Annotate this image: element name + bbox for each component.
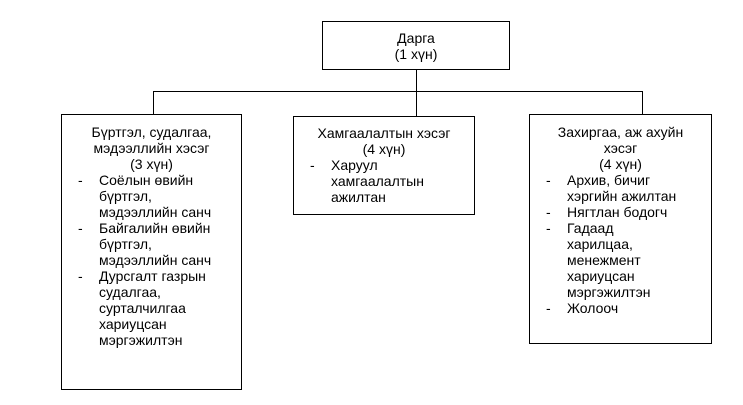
department-title: Захиргаа, аж ахуйн хэсэг (4 хүн) (557, 124, 684, 172)
connector-middle-down (416, 91, 417, 116)
connector-horizontal (153, 91, 643, 92)
bullet-dash: - (546, 204, 551, 220)
department-box-registration: Бүртгэл, судалгаа, мэдээллийн хэсэг (3 х… (61, 114, 242, 390)
list-item: - Байгалийн өвийн бүртгэл, мэдээллийн са… (78, 220, 212, 268)
connector-right-down (642, 91, 643, 115)
department-items: - Соёлын өвийн бүртгэл, мэдээллийн санч … (62, 172, 241, 348)
department-items: - Архив, бичиг хэргийн ажилтан - Нягтлан… (530, 172, 711, 316)
department-box-administration: Захиргаа, аж ахуйн хэсэг (4 хүн) - Архив… (529, 114, 712, 344)
connector-left-down (153, 91, 154, 115)
bullet-dash: - (78, 172, 83, 188)
root-title: Дарга (397, 30, 435, 46)
root-box: Дарга (1 хүн) (322, 21, 510, 70)
department-box-protection: Хамгаалалтын хэсэг (4 хүн) - Харуул хамг… (293, 116, 475, 215)
list-item: - Соёлын өвийн бүртгэл, мэдээллийн санч (78, 172, 212, 220)
department-items: - Харуул хамгаалалтын ажилтан (294, 157, 474, 205)
list-item: - Архив, бичиг хэргийн ажилтан (546, 172, 677, 204)
bullet-dash: - (546, 172, 551, 188)
department-title: Бүртгэл, судалгаа, мэдээллийн хэсэг (3 х… (91, 124, 212, 172)
bullet-dash: - (78, 268, 83, 284)
bullet-dash: - (78, 220, 83, 236)
list-item: - Харуул хамгаалалтын ажилтан (310, 157, 424, 205)
list-item: - Жолооч (546, 300, 619, 316)
list-item: - Нягтлан бодогч (546, 204, 668, 220)
department-title: Хамгаалалтын хэсэг (4 хүн) (317, 125, 451, 157)
list-item: - Гадаад харилцаа, менежмент хариуцсан м… (546, 220, 651, 300)
list-item: - Дурсгалт газрын судалгаа, сурталчилгаа… (78, 268, 206, 348)
connector-root-down (416, 69, 417, 92)
bullet-dash: - (310, 157, 315, 173)
bullet-dash: - (546, 300, 551, 316)
root-count: (1 хүн) (394, 46, 438, 62)
bullet-dash: - (546, 220, 551, 236)
